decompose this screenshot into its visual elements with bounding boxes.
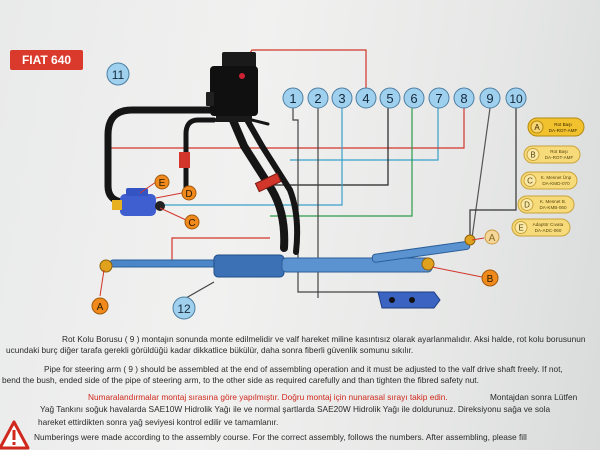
steering-diagram: 1 2 3 4 5 6 7 8 9 10 11 12 A B A C D E	[91, 49, 585, 320]
legend-e-letter: E	[518, 224, 523, 233]
callout-5-label: 5	[386, 91, 393, 106]
guide-line-3	[150, 108, 343, 206]
instruction-en-1: Pipe for steering arm ( 9 ) should be as…	[44, 364, 563, 374]
callout-1: 1	[282, 87, 304, 109]
leader-b	[431, 266, 483, 278]
guide-line-9	[469, 107, 491, 246]
legend-a-line2: DA-ROT-AMF	[549, 128, 578, 133]
letter-badge-d: D	[181, 185, 197, 201]
warning-triangle-icon	[0, 420, 30, 450]
letter-badge-a-left: A	[91, 297, 109, 315]
letter-badge-e: E	[154, 174, 170, 190]
steering-valve-icon	[112, 188, 165, 216]
legend-b-line1: Rot Başı	[550, 149, 568, 154]
callout-11-label: 11	[112, 68, 125, 82]
return-pipe	[250, 118, 270, 126]
callout-6-label: 6	[410, 91, 417, 106]
letter-badge-b: B	[481, 269, 499, 287]
guide-line-red-low	[171, 237, 270, 266]
leader-d	[155, 192, 183, 199]
callout-11: 11	[106, 62, 130, 86]
guide-line-1	[292, 108, 380, 293]
legend-c-line2: DA-KMD-070	[542, 181, 570, 186]
leader-a-right	[471, 237, 485, 241]
bracket-icon	[377, 291, 441, 309]
instruction-tr-2: ucundaki burç diğer tarafa gerekli görül…	[6, 345, 414, 355]
hose-return	[104, 106, 220, 206]
guide-line-7	[290, 108, 439, 161]
instruction-oil-tr-1: Yağ Tankını soğuk havalarda SAE10W Hidro…	[40, 404, 551, 414]
legend-a-letter: A	[534, 123, 540, 132]
letter-a-left: A	[97, 302, 104, 313]
callout-4-label: 4	[362, 91, 369, 106]
callout-2-label: 2	[314, 91, 321, 106]
letter-badge-a-right: A	[484, 229, 500, 245]
letter-e: E	[159, 178, 166, 189]
callout-3-label: 3	[338, 91, 345, 106]
instruction-after-assembly-tr: Montajdan sonra Lütfen	[490, 392, 578, 402]
legend-b-line2: DA-ROT-AMF	[545, 155, 574, 160]
legend-d-line2: DA-KMB-060	[539, 205, 567, 210]
instruction-oil-tr-2: hareket ettirdikten sonra yağ seviyesi k…	[38, 417, 279, 427]
callout-8-label: 8	[460, 91, 467, 106]
power-cylinder-icon	[99, 234, 476, 278]
legend-item-d: D K. Mesnet B. DA-KMB-060	[517, 195, 575, 214]
guide-line-8	[108, 108, 465, 149]
instruction-numbering-en: Numberings were made according to the as…	[34, 432, 527, 442]
legend-a-line1: Rot Başı	[554, 122, 572, 127]
letter-a-right: A	[489, 233, 496, 244]
legend-item-c: C K. Mesnet Ünp DA-KMD-070	[520, 171, 578, 190]
instruction-tr-1: Rot Kolu Borusu ( 9 ) montajın sonunda m…	[62, 334, 586, 344]
inline-fitting	[179, 152, 190, 168]
hose-cylinder-2	[243, 115, 301, 255]
callout-9-label: 9	[486, 91, 493, 106]
brand-label: FIAT 640	[10, 50, 83, 70]
guide-line-5	[262, 108, 389, 186]
leader-c	[159, 207, 187, 221]
callout-6: 6	[403, 87, 425, 109]
legend-c-line1: K. Mesnet Ünp	[541, 174, 572, 180]
callout-2: 2	[307, 87, 329, 109]
legend-d-letter: D	[524, 201, 530, 210]
leader-a-left	[99, 269, 105, 297]
guide-line-10	[469, 108, 517, 240]
callout-10: 10	[505, 87, 527, 109]
legend-e-line1: Adaptör Cıvata	[533, 222, 564, 227]
callout-7-label: 7	[435, 91, 442, 106]
callout-1-label: 1	[289, 91, 296, 106]
oil-reservoir-icon	[206, 52, 258, 122]
hose-cylinder-1	[228, 114, 289, 252]
callout-8: 8	[453, 87, 475, 109]
legend-item-a: A Rot Başı DA-ROT-AMF	[527, 117, 585, 137]
legend-e-line2: DA-ADC-060	[535, 228, 562, 233]
letter-b: B	[487, 274, 494, 285]
legend-item-b: B Rot Başı DA-ROT-AMF	[523, 145, 581, 164]
guide-line-12	[185, 281, 215, 299]
guide-line-6	[270, 108, 413, 217]
instruction-numbering-tr: Numaralandırmalar montaj sırasına göre y…	[88, 392, 448, 402]
callout-3: 3	[331, 87, 353, 109]
legend-c-letter: C	[527, 177, 533, 186]
legend-b-letter: B	[530, 151, 535, 160]
callout-7: 7	[428, 87, 450, 109]
legend-item-e: E Adaptör Cıvata DA-ADC-060	[511, 218, 571, 237]
letter-c: C	[188, 218, 195, 229]
callout-9: 9	[479, 87, 501, 109]
legend-d-line1: K. Mesnet B.	[540, 199, 566, 204]
callout-10-label: 10	[509, 92, 523, 106]
callout-12: 12	[172, 296, 196, 320]
letter-d: D	[185, 189, 192, 200]
letter-badge-c: C	[184, 214, 200, 230]
callout-12-label: 12	[177, 302, 191, 316]
hose-feed	[183, 117, 217, 195]
callout-4: 4	[355, 87, 377, 109]
callout-5: 5	[379, 87, 401, 109]
leader-e	[139, 181, 157, 194]
instruction-en-2: bend the bush, ended side of the pipe of…	[2, 375, 479, 385]
clamp-fitting	[254, 172, 282, 193]
